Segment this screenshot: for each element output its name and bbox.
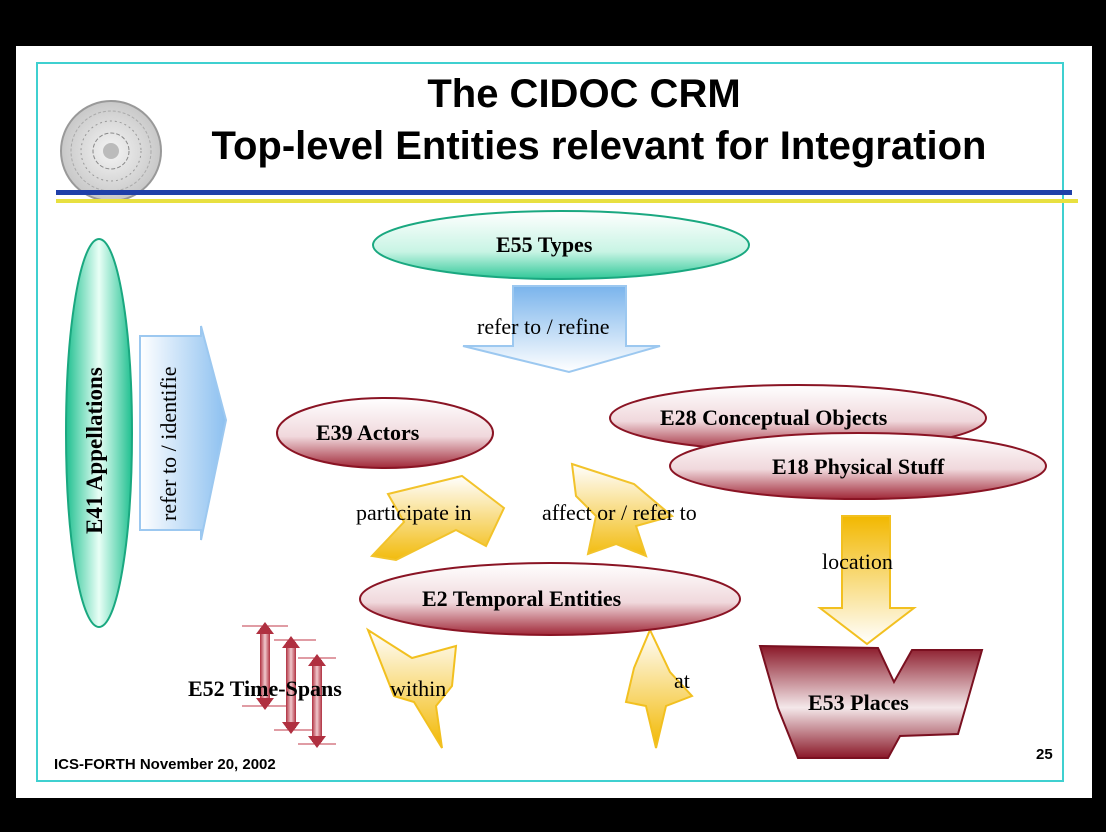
label-e28: E28 Conceptual Objects: [660, 405, 888, 430]
label-e52: E52 Time-Spans: [188, 676, 342, 701]
arrow-affect: [570, 462, 675, 558]
label-e41: E41 Appellations: [82, 367, 107, 534]
arrow-location: [817, 515, 917, 646]
label-location: location: [822, 549, 893, 574]
label-refer-identifie: refer to / identifie: [156, 366, 181, 521]
label-e53: E53 Places: [808, 690, 909, 715]
label-at: at: [674, 668, 690, 693]
ellipse-e39: [276, 397, 494, 469]
label-within: within: [390, 676, 447, 701]
label-e55: E55 Types: [496, 232, 593, 257]
arrow-within: [365, 627, 458, 749]
diagram-canvas: [65, 210, 1047, 759]
arrow-refer-identifie: [139, 325, 228, 541]
footer-org-date: ICS-FORTH November 20, 2002: [54, 756, 276, 773]
label-e18: E18 Physical Stuff: [772, 454, 945, 479]
ellipse-e2: [359, 562, 741, 636]
label-e2: E2 Temporal Entities: [422, 586, 622, 611]
page-number: 25: [1036, 746, 1053, 763]
slide: The CIDOC CRM Top-level Entities relevan…: [16, 46, 1092, 798]
time-span-arrows-icon: [242, 622, 336, 748]
title-rule-yellow: [56, 199, 1078, 203]
label-e39: E39 Actors: [316, 420, 420, 445]
label-participate: participate in: [356, 500, 472, 525]
shape-e53: [758, 644, 984, 759]
ellipse-e41: [65, 238, 133, 628]
arrow-refer-refine: [462, 285, 661, 374]
ellipse-e18: [669, 432, 1047, 500]
slide-frame: [36, 62, 1064, 782]
label-refer-refine: refer to / refine: [477, 314, 610, 339]
ellipse-e55: [372, 210, 750, 280]
arrow-at: [624, 627, 694, 749]
title-rule-blue: [56, 190, 1072, 195]
title-line-2: Top-level Entities relevant for Integrat…: [211, 124, 987, 168]
title-line-1: The CIDOC CRM: [427, 72, 741, 116]
arrow-participate: [369, 474, 506, 562]
label-affect: affect or / refer to: [542, 500, 697, 525]
